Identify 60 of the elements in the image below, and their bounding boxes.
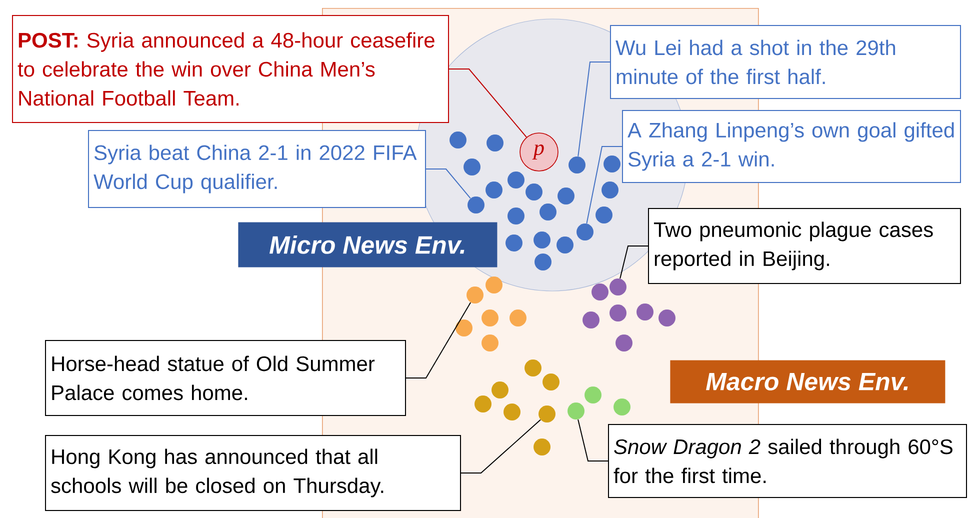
dot xyxy=(482,334,498,352)
dot xyxy=(540,204,556,220)
leader-line xyxy=(620,246,648,280)
dot xyxy=(538,406,556,422)
dot xyxy=(534,254,552,270)
dot xyxy=(486,182,502,198)
dot xyxy=(592,284,608,300)
callout-box: A Zhang Linpeng’s own goal gifted Syria a 2-1 win. xyxy=(622,110,961,183)
dot xyxy=(468,196,484,214)
dot xyxy=(558,188,574,204)
dot xyxy=(474,396,492,412)
leader-line xyxy=(448,68,527,138)
callout-box: Wu Lei had a shot in the 29th minute of the first half. xyxy=(610,25,961,99)
leader-line xyxy=(406,302,472,378)
callout-box: Hong Kong has announced that all schools will be closed on Thursday. xyxy=(45,435,461,511)
dot xyxy=(636,304,654,320)
callout-box: POST: Syria announced a 48-hour ceasefire to celebrate the win over China Men’s National Football Team. xyxy=(12,15,449,123)
callout-box: Snow Dragon 2 sailed through 60°S for the first time. xyxy=(608,424,967,498)
dot xyxy=(658,310,676,326)
dot xyxy=(510,310,526,326)
dot xyxy=(506,234,522,252)
dot xyxy=(466,286,484,304)
callout-box: Two pneumonic plague cases reported in Beijing. xyxy=(648,208,961,284)
dot xyxy=(610,278,626,296)
leader-line xyxy=(460,419,542,474)
region-heading: Macro News Env. xyxy=(670,360,946,404)
dot xyxy=(614,398,630,416)
dot xyxy=(526,184,542,200)
region-heading: Micro News Env. xyxy=(238,222,498,268)
dot xyxy=(568,402,584,420)
dot xyxy=(508,172,524,188)
dot xyxy=(482,310,498,326)
callout-box: Syria beat China 2-1 in 2022 FIFA World Cup qualifier. xyxy=(88,130,426,208)
dot xyxy=(492,382,508,398)
dot xyxy=(568,156,586,174)
dot xyxy=(596,206,612,224)
dot xyxy=(464,158,480,176)
dot xyxy=(534,232,550,248)
dot xyxy=(486,134,504,152)
dot xyxy=(616,334,632,352)
dot xyxy=(508,208,524,224)
leader-line xyxy=(426,168,471,199)
dot xyxy=(584,386,602,404)
leader-line xyxy=(578,418,608,462)
dot xyxy=(534,438,550,456)
dot xyxy=(450,132,466,148)
dot xyxy=(582,312,600,328)
dot xyxy=(486,276,502,294)
dot xyxy=(524,360,542,376)
dot xyxy=(456,320,472,336)
leader-line xyxy=(586,146,622,224)
dot xyxy=(504,404,520,420)
dot xyxy=(556,236,574,254)
dot xyxy=(610,304,626,322)
leader-line xyxy=(578,62,610,157)
dot xyxy=(542,374,560,390)
callout-box: Horse-head statue of Old Summer Palace comes home. xyxy=(45,340,406,416)
dot xyxy=(602,182,618,198)
dot xyxy=(576,224,594,240)
dot xyxy=(604,156,620,172)
